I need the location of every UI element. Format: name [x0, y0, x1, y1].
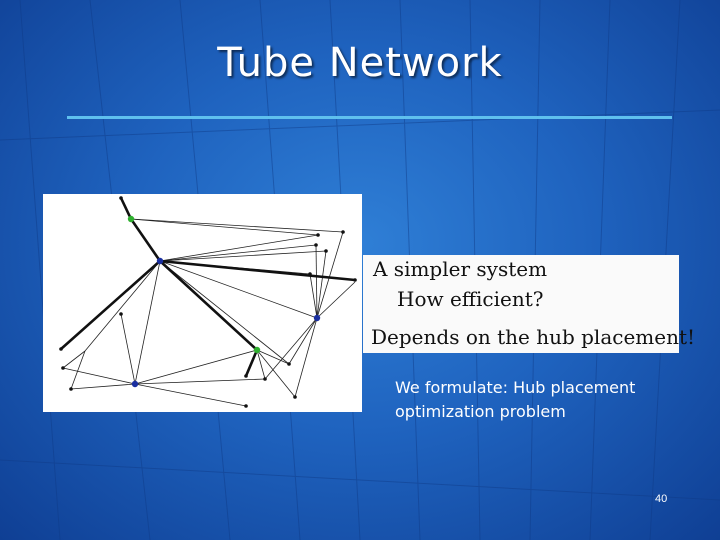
slide-caption: We formulate: Hub placement optimization… [395, 376, 695, 424]
tube-network-diagram [43, 194, 362, 412]
text-panel-line-3: Depends on the hub placement! [371, 325, 696, 349]
slide-number: 40 [655, 493, 668, 505]
slide-title: Tube Network [217, 40, 503, 86]
text-panel-line-1: A simpler system [373, 257, 548, 281]
text-panel-line-2: How efficient? [397, 287, 544, 311]
title-underline [67, 116, 672, 119]
network-nodes [59, 196, 357, 408]
caption-line-1: We formulate: Hub placement [395, 378, 636, 397]
simpler-system-text-panel: A simpler system How efficient? Depends … [363, 255, 695, 353]
thin-edges [62, 218, 356, 407]
thick-hub-lines [59, 196, 357, 378]
blue-hub-nodes [131, 257, 321, 388]
green-hub-nodes [127, 215, 261, 354]
caption-line-2: optimization problem [395, 402, 566, 421]
